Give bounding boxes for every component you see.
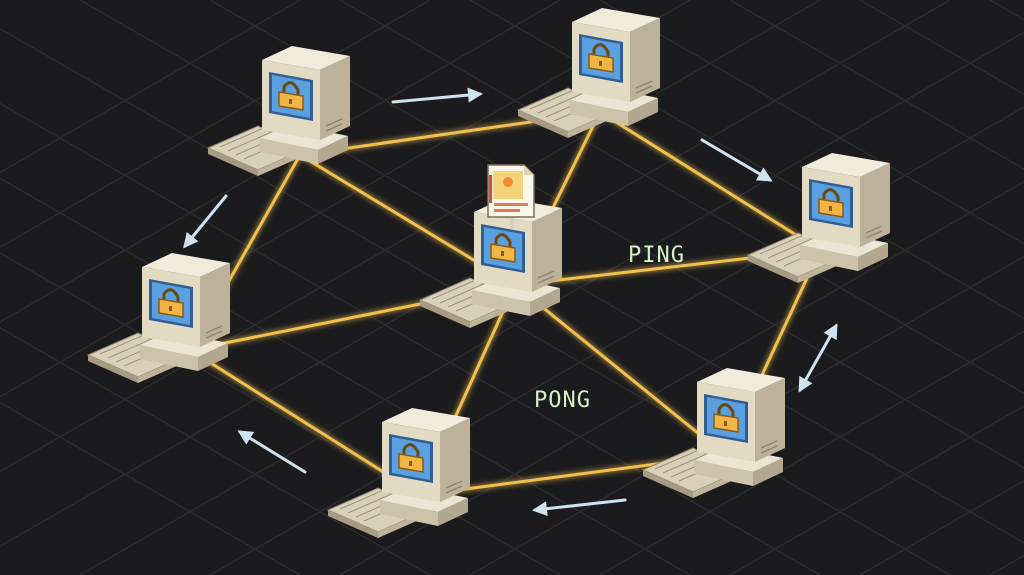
grid-line [599, 0, 1024, 245]
certificate-icon [487, 164, 535, 229]
arrow-se-to-s [532, 498, 627, 517]
grid-line [469, 255, 1024, 575]
transfer-arrows [183, 87, 838, 517]
grid-line [79, 31, 1024, 575]
grid-line [599, 330, 1024, 575]
computer-node-west[interactable] [86, 251, 232, 385]
arrow-nw-to-ne [391, 87, 483, 104]
grid-line [989, 0, 1024, 21]
grid-line [729, 0, 1024, 170]
ping-label: PING [628, 243, 685, 268]
link-center-south-east [513, 283, 727, 457]
grid-line [989, 554, 1024, 575]
pong-label: PONG [534, 388, 591, 413]
computer-node-south[interactable] [326, 406, 472, 540]
grid-line [859, 0, 1024, 96]
link-west-south [188, 348, 422, 497]
grid-line [0, 0, 561, 323]
padlock-icon [641, 366, 787, 500]
grid-line [729, 405, 1024, 575]
grid-line [0, 0, 301, 174]
padlock-icon [326, 406, 472, 540]
arrow-ne-to-e [700, 138, 773, 182]
padlock-icon [206, 44, 352, 178]
computer-node-south-east[interactable] [641, 366, 787, 500]
computer-node-north-east[interactable] [516, 6, 662, 140]
padlock-icon [516, 6, 662, 140]
grid-line [0, 401, 301, 575]
arrow-nw-to-w [183, 194, 228, 249]
computer-node-north-west[interactable] [206, 44, 352, 178]
grid-line [859, 479, 1024, 575]
grid-line [339, 180, 1024, 575]
link-north-east-east [598, 110, 822, 252]
grid-line [0, 326, 431, 575]
grid-line [209, 106, 1024, 575]
arrow-e-se [798, 323, 838, 393]
grid-line [0, 0, 821, 473]
padlock-icon [86, 251, 232, 385]
arrow-s-to-w [237, 430, 307, 474]
